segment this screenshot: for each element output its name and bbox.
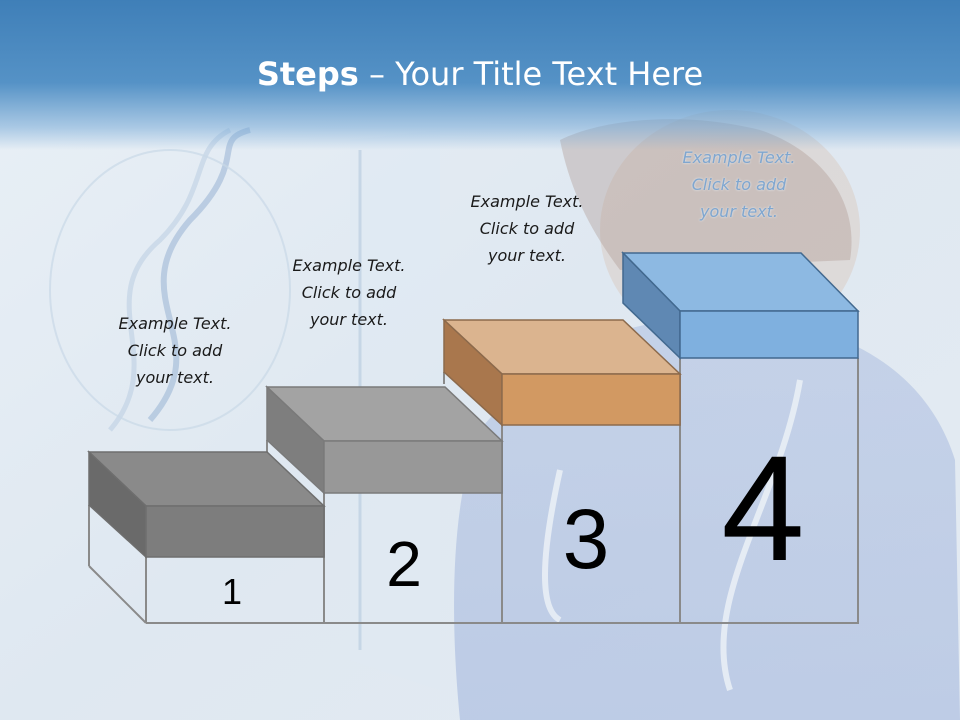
step-1-text[interactable]: Example Text. Click to add your text. (85, 310, 265, 391)
step-2-box (265, 385, 504, 495)
slide-title[interactable]: Steps – Your Title Text Here (0, 55, 960, 93)
step-1-text-line-2: Click to add (127, 341, 223, 360)
title-text: – Your Title Text Here (358, 55, 704, 93)
step-4-text[interactable]: Example Text. Click to add your text. (649, 144, 829, 225)
step-4-text-line-2: Click to add (691, 175, 787, 194)
step-1-text-line-1: Example Text. (118, 314, 232, 333)
step-3-text-line-1: Example Text. (470, 192, 584, 211)
step-2-text[interactable]: Example Text. Click to add your text. (259, 252, 439, 333)
step-4-text-line-3: your text. (699, 202, 778, 221)
step-4-number: 4 (721, 424, 804, 592)
step-2-text-line-1: Example Text. (292, 256, 406, 275)
title-bold: Steps (256, 55, 359, 93)
step-3-number: 3 (563, 492, 610, 586)
step-3-text[interactable]: Example Text. Click to add your text. (437, 188, 617, 269)
step-3-text-line-2: Click to add (479, 219, 575, 238)
step-2-text-line-3: your text. (309, 310, 388, 329)
step-4-box (621, 251, 860, 360)
steps-outline (146, 358, 859, 624)
step-1-number: 1 (222, 571, 242, 612)
title-bar (0, 0, 960, 150)
step-3-box (442, 318, 682, 427)
step-2-text-line-2: Click to add (301, 283, 397, 302)
step-1-text-line-3: your text. (135, 368, 214, 387)
step-4-text-line-1: Example Text. (682, 148, 796, 167)
step-2-number: 2 (386, 528, 422, 600)
step-3-text-line-3: your text. (487, 246, 566, 265)
step-1-box (87, 450, 326, 559)
